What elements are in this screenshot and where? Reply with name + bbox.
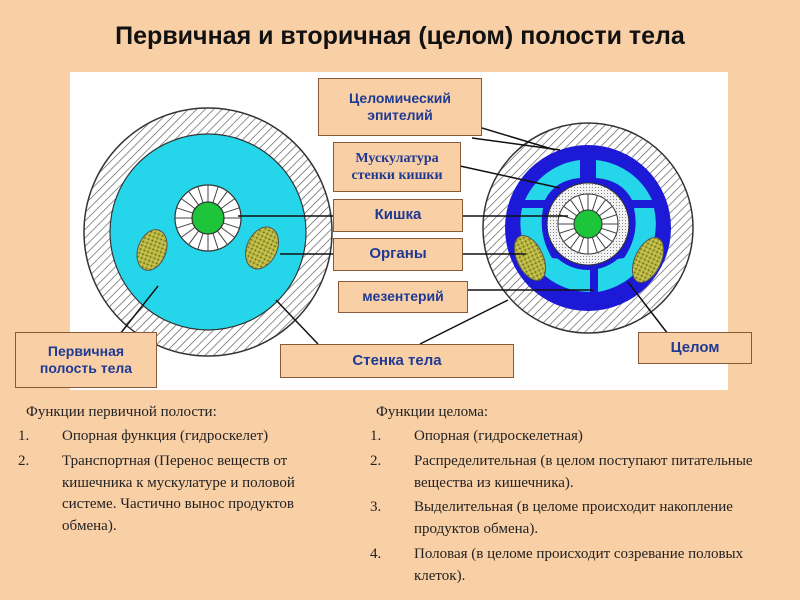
function-number: 1.: [18, 428, 30, 444]
organ-right-1: [513, 235, 547, 281]
muscle-fiber-line: [223, 222, 240, 229]
muscle-fiber-line: [212, 233, 219, 250]
muscle-fiber-line: [212, 186, 219, 203]
muscle-fiber-line: [595, 199, 607, 213]
muscle-fiber-line: [197, 186, 204, 203]
muscle-fiber-line: [601, 227, 617, 234]
coelom-chamber-right: [598, 208, 656, 292]
function-text: Выделительная (в целоме происходит накоп…: [414, 499, 733, 537]
function-text: Распределительная (в целом поступают пит…: [414, 452, 753, 491]
function-number: 2.: [18, 452, 30, 469]
primary-cavity-section: [83, 107, 333, 357]
function-number: 3.: [370, 499, 382, 516]
label-coelomic-epithelium: Целомический эпителий: [318, 78, 482, 136]
page-title: Первичная и вторичная (целом) полости те…: [115, 22, 685, 50]
coelom-chamber-upper-right: [596, 160, 652, 200]
label-mesentery: мезентерий: [338, 281, 468, 313]
primary-functions-heading: Функции первичной полости:: [26, 404, 217, 420]
function-text: Транспортная (Перенос веществ от кишечни…: [62, 452, 295, 534]
function-text: Опорная функция (гидроскелет): [62, 428, 269, 444]
muscle-fiber-line: [188, 230, 199, 245]
coelom-chamber-upper-left: [525, 160, 580, 200]
gut-muscle-spokes-left: [175, 185, 241, 251]
muscle-fiber-line: [176, 207, 193, 214]
muscle-fiber-line: [217, 191, 228, 206]
muscle-fiber-line: [181, 227, 196, 238]
muscle-fiber-line: [181, 198, 196, 209]
muscle-fiber-line: [599, 205, 613, 217]
muscle-fiber-line: [188, 191, 199, 206]
function-item: 3. Выделительная (в целоме происходит нак…: [370, 497, 790, 541]
function-item: 1. Опорная функция (гидроскелет): [18, 426, 348, 448]
gut-lumen-right: [573, 209, 603, 239]
primary-functions-list: 1. Опорная функция (гидроскелет) 2. Транспо…: [18, 426, 348, 541]
muscle-fiber-line: [217, 230, 228, 245]
function-number: 1.: [370, 428, 382, 444]
muscle-fiber-line: [223, 207, 240, 214]
coelom-section: [482, 122, 694, 334]
muscle-fiber-line: [599, 231, 613, 243]
label-gut-musculature: Мускулатура стенки кишки: [333, 142, 461, 192]
muscle-fiber-line: [563, 205, 577, 217]
function-item: 4. Половая (в целоме происходит созревани…: [370, 544, 790, 588]
muscle-fiber-line: [578, 237, 585, 253]
muscle-fiber-line: [563, 231, 577, 243]
muscle-fiber-line: [591, 237, 598, 253]
organ-left-1: [136, 229, 168, 271]
coelom-chamber-left: [520, 208, 590, 293]
label-coelom: Целом: [638, 332, 752, 364]
coelom-functions-heading: Функции целома:: [376, 404, 489, 420]
muscle-fiber-line: [197, 233, 204, 250]
label-organs: Органы: [333, 238, 463, 271]
function-text: Опорная (гидроскелетная): [414, 428, 583, 444]
function-number: 4.: [370, 545, 382, 562]
function-item: 2. Распределительная (в целом поступают п…: [370, 451, 790, 495]
muscle-fiber-line: [220, 198, 235, 209]
muscle-fiber-line: [220, 227, 235, 238]
function-item: 1. Опорная (гидроскелетная): [370, 426, 790, 448]
organ-right-2: [631, 237, 665, 283]
muscle-fiber-line: [559, 227, 575, 234]
function-number: 2.: [370, 452, 382, 469]
label-gut: Кишка: [333, 199, 463, 232]
muscle-fiber-line: [591, 195, 598, 211]
muscle-fiber-line: [569, 199, 581, 213]
gut-muscle-spokes-right: [558, 194, 618, 254]
function-item: 2. Транспортная (Перенос веществ от кишеч…: [18, 451, 348, 538]
leader-lines: [119, 124, 669, 345]
gut-lumen-left: [191, 201, 225, 235]
organ-left-2: [245, 226, 279, 270]
muscle-fiber-line: [601, 214, 617, 221]
function-text: Половая (в целоме происходит созревание …: [414, 545, 744, 584]
muscle-fiber-line: [569, 235, 581, 249]
muscle-fiber-line: [578, 195, 585, 211]
label-body-wall: Стенка тела: [280, 344, 514, 378]
muscle-fiber-line: [595, 235, 607, 249]
coelom-functions-list: 1. Опорная (гидроскелетная) 2. Распределите…: [370, 426, 790, 590]
muscle-fiber-line: [176, 222, 193, 229]
label-primary-cavity: Первичная полость тела: [15, 332, 157, 388]
